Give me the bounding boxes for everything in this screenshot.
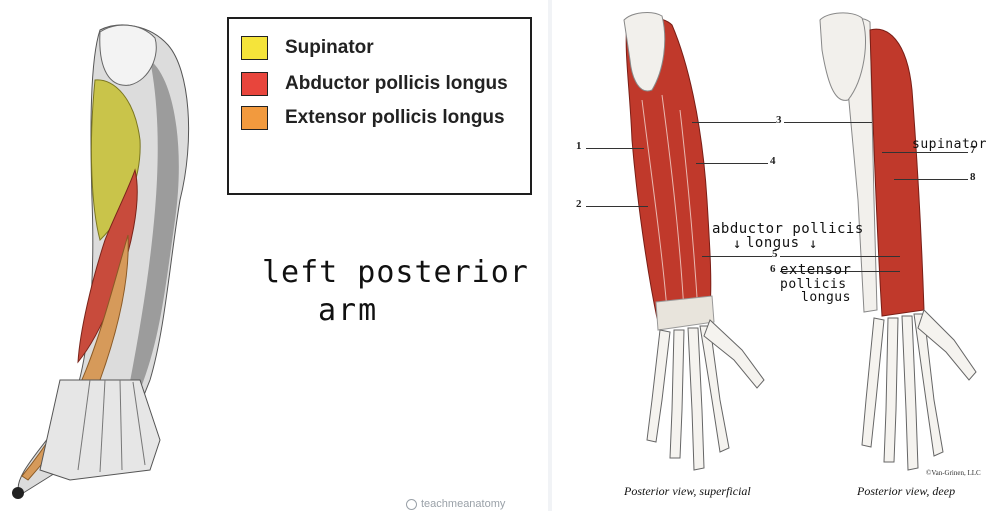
- label-number-3: 3: [776, 114, 782, 126]
- finger-bone: [883, 317, 899, 463]
- leader-line-4: [696, 163, 768, 164]
- label-number-8: 8: [970, 171, 976, 183]
- legend-label: Extensor pollicis longus: [285, 107, 505, 128]
- left-panel: Supinator Abductor pollicis longus Exten…: [12, 17, 532, 510]
- finger-bone: [687, 327, 705, 471]
- watermark: teachmeanatomy: [406, 498, 505, 510]
- label-number-6: 6: [770, 263, 776, 275]
- finger-bone: [646, 329, 671, 443]
- superficial-forearm: [623, 12, 765, 471]
- handwritten-note-line1: left posterior: [262, 255, 529, 290]
- leader-line-5: [702, 256, 772, 257]
- olecranon: [99, 24, 157, 86]
- caption-superficial: Posterior view, superficial: [624, 484, 751, 498]
- legend-swatch-orange: [241, 106, 268, 130]
- handwritten-extensor-line2: pollicis: [780, 277, 847, 292]
- tendon-line: [99, 379, 106, 473]
- leader-line-6: [780, 271, 900, 272]
- panel-divider: [548, 0, 552, 511]
- finger-bone: [901, 315, 919, 471]
- superficial-retinaculum: [655, 295, 715, 331]
- caption-deep: Posterior view, deep: [857, 484, 956, 498]
- deep-muscle-mass: [869, 28, 925, 317]
- tendon-line: [77, 379, 91, 471]
- leader-line-1: [586, 148, 644, 149]
- watermark-text: teachmeanatomy: [421, 498, 506, 510]
- muscle-fiber: [641, 99, 668, 311]
- handwritten-abductor-line2: longus: [746, 235, 800, 251]
- hand-tendons: [39, 379, 161, 481]
- right-panel: 1 2 3 4 5 6 7 8 Posterior view, superfic…: [552, 0, 1000, 511]
- superficial-muscle-mass: [625, 17, 712, 319]
- leader-line-5b: [780, 256, 900, 257]
- leader-line-3: [692, 122, 776, 123]
- watermark-logo-icon: [406, 498, 417, 510]
- muscle-fiber: [661, 94, 685, 313]
- handwritten-extensor-line3: longus: [801, 290, 851, 305]
- handwritten-note-line2: arm: [318, 293, 379, 328]
- thumb-bone: [703, 319, 765, 389]
- leader-line-8: [894, 179, 968, 180]
- deep-hand: [861, 309, 977, 471]
- tendon-line: [119, 379, 123, 471]
- deep-forearm: [819, 12, 977, 471]
- abductor-muscle: [77, 168, 138, 364]
- extensor-muscle: [21, 234, 129, 481]
- legend-item-abductor: Abductor pollicis longus: [241, 71, 508, 97]
- superficial-elbow-bone: [623, 12, 666, 92]
- legend-swatch-red: [241, 72, 268, 96]
- tendon-line: [132, 381, 146, 466]
- handwritten-arrow-down-icon: ↓: [809, 236, 818, 252]
- thumb-tip: [12, 487, 24, 499]
- superficial-hand: [646, 319, 765, 471]
- label-number-1: 1: [576, 140, 582, 152]
- legend-item-extensor: Extensor pollicis longus: [241, 105, 505, 131]
- legend-item-supinator: Supinator: [241, 35, 374, 61]
- legend-label: Abductor pollicis longus: [285, 73, 508, 94]
- thumb-bone: [917, 309, 977, 381]
- legend-box: Supinator Abductor pollicis longus Exten…: [227, 17, 532, 195]
- handwritten-extensor-line1: extensor: [780, 262, 852, 278]
- handwritten-abductor-line1: abductor pollicis: [712, 221, 864, 237]
- label-number-4: 4: [770, 155, 776, 167]
- legend-swatch-yellow: [241, 36, 268, 60]
- label-number-5: 5: [772, 248, 778, 260]
- muscle-fiber: [679, 109, 699, 313]
- handwritten-supinator: supinator: [912, 137, 987, 152]
- label-number-7: 7: [970, 144, 976, 156]
- leader-line-7: [882, 152, 968, 153]
- leader-line-3b: [784, 122, 872, 123]
- left-forearm-illustration: [12, 24, 190, 499]
- right-forearm-illustrations: [623, 12, 977, 471]
- ulna-shaded: [128, 60, 179, 392]
- label-number-2: 2: [576, 198, 582, 210]
- leader-line-2: [586, 206, 648, 207]
- finger-bone: [669, 329, 685, 459]
- handwritten-arrow-down-icon: ↓: [733, 236, 742, 252]
- legend-label: Supinator: [285, 37, 374, 58]
- deep-elbow-bone: [819, 12, 867, 101]
- copyright-text: ©Van-Grinen, LLC: [926, 469, 981, 477]
- finger-bone: [861, 317, 885, 448]
